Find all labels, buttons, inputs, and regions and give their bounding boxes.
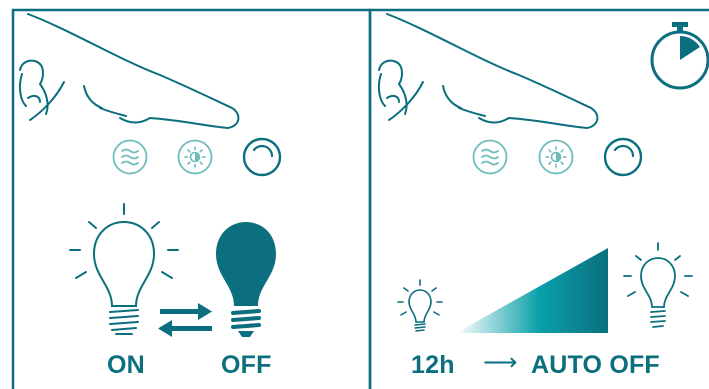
brightness-icon: [184, 146, 206, 168]
brightness-button[interactable]: [538, 139, 574, 175]
waves-icon: [481, 148, 499, 166]
bulb-off-icon: [216, 222, 276, 337]
waves-button[interactable]: [112, 139, 148, 175]
hand-pointing-icon: [18, 13, 240, 129]
hand-pointing-icon: [377, 13, 599, 129]
fade-ramp-icon: [456, 248, 608, 333]
bulb-on-icon: [69, 203, 179, 335]
power-ring-icon: [252, 144, 274, 158]
waves-button[interactable]: [472, 139, 508, 175]
left-panel-frame: [11, 8, 372, 389]
auto-off-label: AUTO OFF: [531, 351, 660, 379]
power-ring-button[interactable]: [603, 137, 643, 177]
on-label: ON: [107, 351, 145, 379]
duration-label: 12h: [411, 351, 455, 379]
small-bulb-icon: [397, 279, 443, 332]
waves-icon: [121, 148, 139, 166]
timer-icon: [650, 22, 709, 90]
arrow-right-icon: ⟶: [483, 349, 518, 376]
toggle-arrows-icon: [158, 303, 212, 337]
right-panel-frame: [368, 8, 709, 389]
power-ring-button[interactable]: [242, 137, 282, 177]
off-label: OFF: [221, 351, 272, 379]
brightness-button[interactable]: [177, 139, 213, 175]
brightness-icon: [545, 146, 567, 168]
power-ring-icon: [613, 144, 635, 158]
large-bulb-icon: [623, 242, 693, 328]
